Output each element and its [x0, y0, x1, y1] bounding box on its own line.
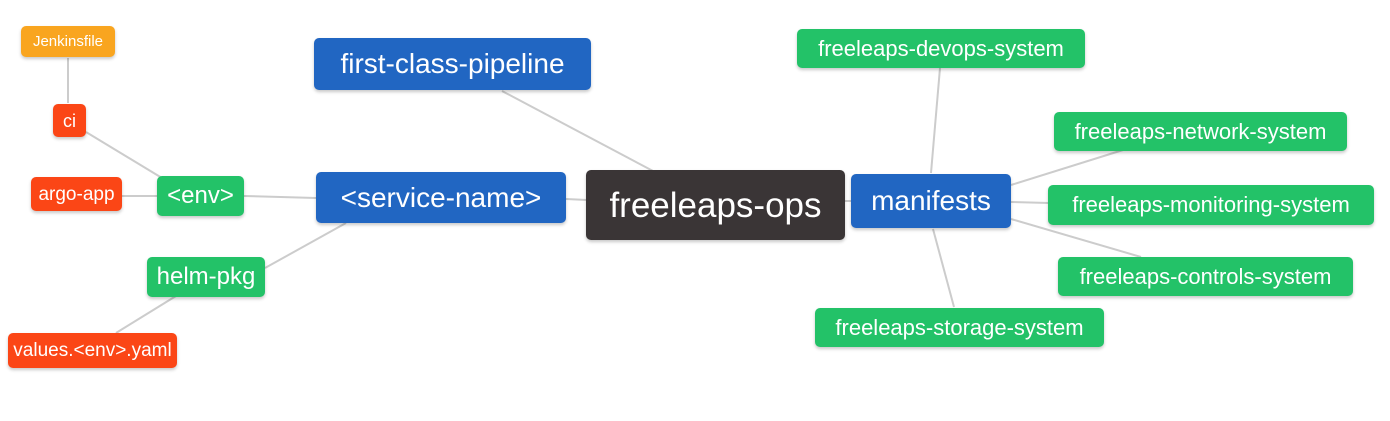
edge-first_class_pipeline-to-freeleaps_ops: [501, 90, 654, 172]
edge-service_name-to-freeleaps_ops: [565, 198, 588, 201]
node-freeleaps-monitoring-system[interactable]: freeleaps-monitoring-system: [1048, 185, 1374, 225]
node-freeleaps-controls-system[interactable]: freeleaps-controls-system: [1058, 257, 1353, 296]
edge-manifests-to-network_system: [1010, 149, 1124, 186]
node-env[interactable]: <env>: [157, 176, 244, 216]
node-service-name[interactable]: <service-name>: [316, 172, 566, 223]
node-jenkinsfile[interactable]: Jenkinsfile: [21, 26, 115, 57]
node-freeleaps-storage-system[interactable]: freeleaps-storage-system: [815, 308, 1104, 347]
edge-env-to-service_name: [243, 195, 317, 199]
node-freeleaps-network-system[interactable]: freeleaps-network-system: [1054, 112, 1347, 151]
edge-manifests-to-controls_system: [1010, 218, 1142, 258]
node-freeleaps-ops-root[interactable]: freeleaps-ops: [586, 170, 845, 240]
node-manifests[interactable]: manifests: [851, 174, 1011, 228]
node-ci[interactable]: ci: [53, 104, 86, 137]
node-argo-app[interactable]: argo-app: [31, 177, 122, 211]
edge-manifests-to-devops_system: [930, 67, 941, 174]
edge-ci-to-env: [85, 131, 163, 179]
node-first-class-pipeline[interactable]: first-class-pipeline: [314, 38, 591, 90]
edge-values_env_yaml-to-helm_pkg: [115, 295, 177, 334]
node-freeleaps-devops-system[interactable]: freeleaps-devops-system: [797, 29, 1085, 68]
edge-helm_pkg-to-service_name: [264, 222, 347, 269]
node-helm-pkg[interactable]: helm-pkg: [147, 257, 265, 297]
edge-manifests-to-storage_system: [932, 228, 955, 308]
edge-manifests-to-monitoring_system: [1010, 201, 1050, 204]
node-values-env-yaml[interactable]: values.<env>.yaml: [8, 333, 177, 368]
